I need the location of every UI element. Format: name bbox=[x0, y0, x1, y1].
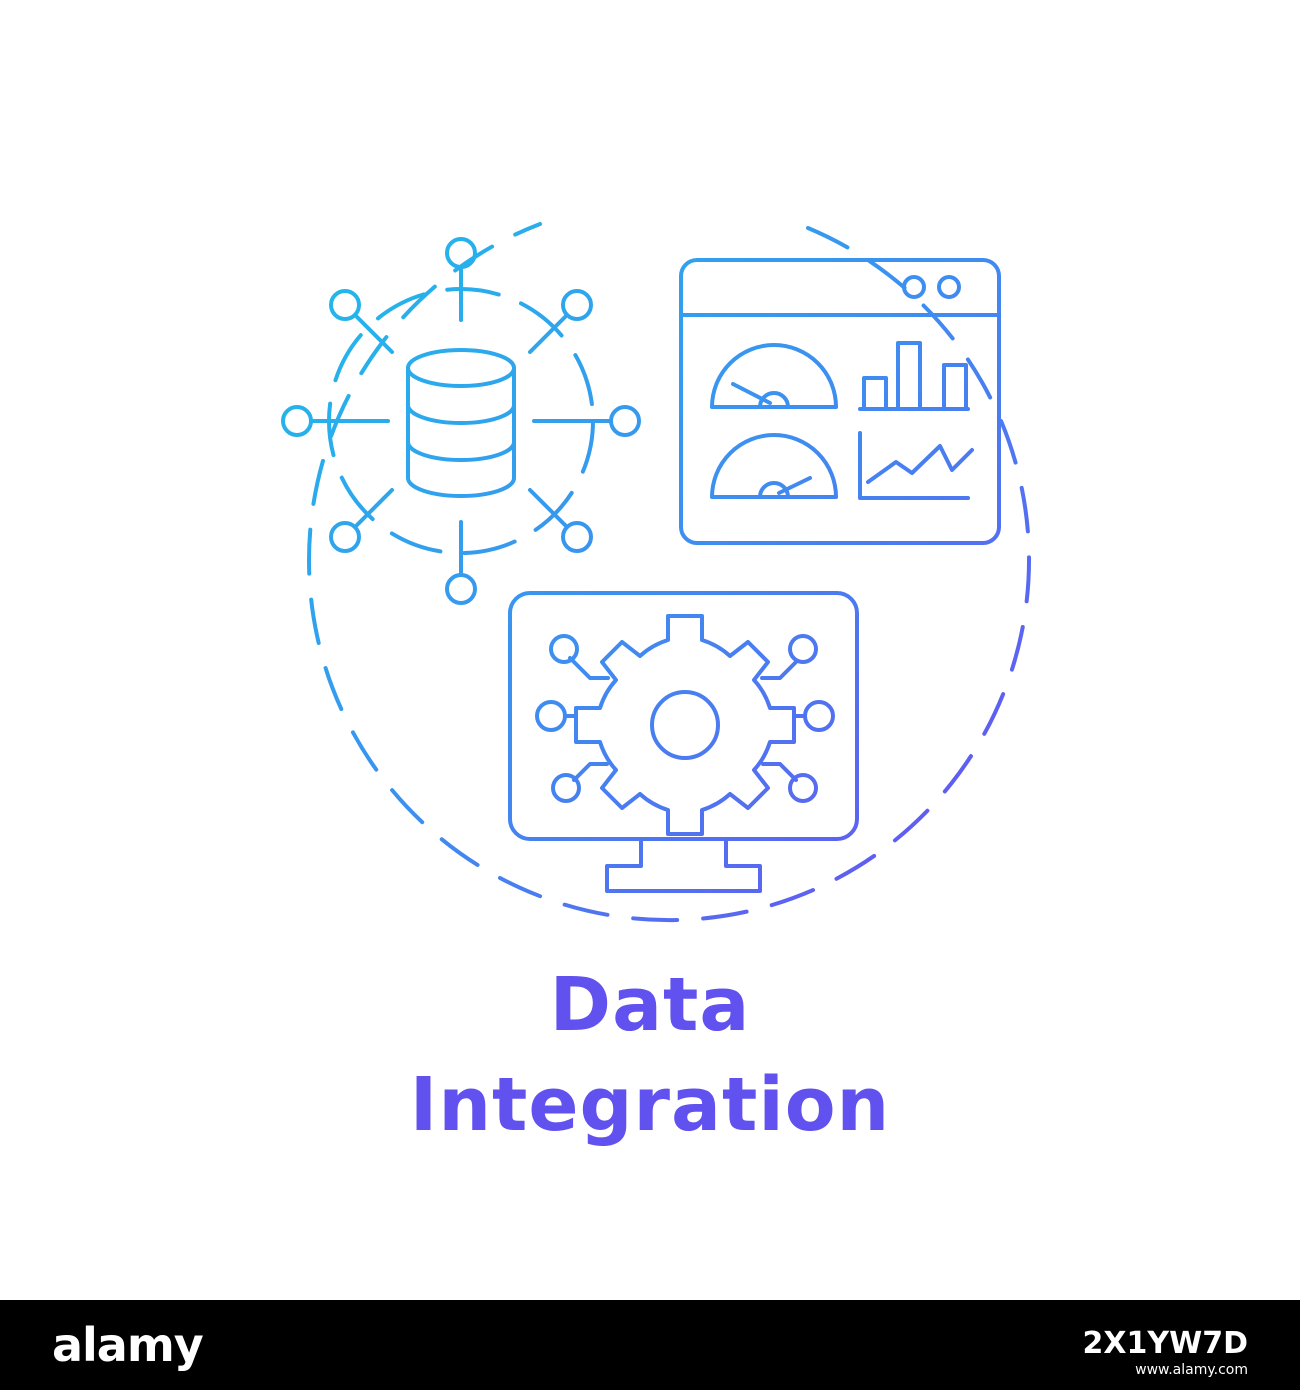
monitor-gear-icon bbox=[508, 591, 859, 893]
alamy-logo: alamy bbox=[52, 1318, 204, 1372]
illustration bbox=[281, 222, 1032, 923]
dashboard-window-icon bbox=[679, 258, 1001, 545]
watermark-bar: alamy 2X1YW7D www.alamy.com bbox=[0, 1300, 1300, 1390]
title-line-1: Data bbox=[549, 962, 751, 1048]
alamy-url: www.alamy.com bbox=[1135, 1362, 1248, 1378]
image-id: 2X1YW7D bbox=[1082, 1326, 1248, 1361]
title-line-2: Integration bbox=[409, 1062, 891, 1148]
dashed-ring-icon bbox=[307, 222, 1032, 923]
database-network-icon bbox=[281, 237, 641, 605]
data-integration-icon bbox=[281, 222, 1032, 923]
